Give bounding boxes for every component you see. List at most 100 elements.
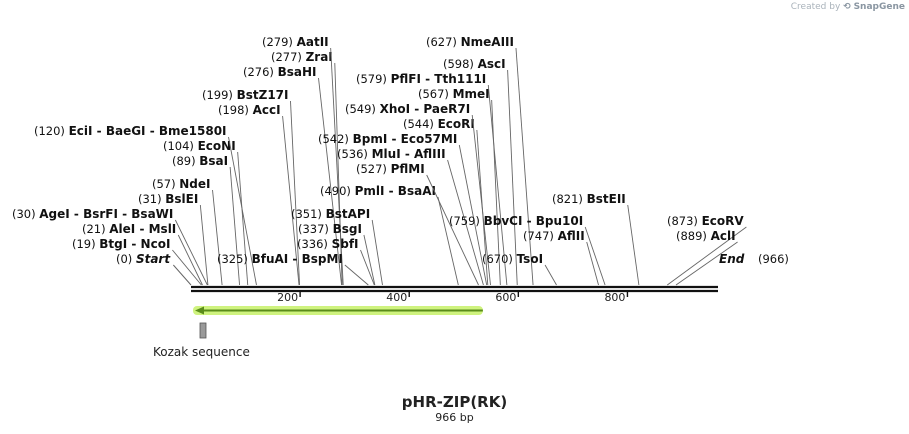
site-name: SbfI: [332, 237, 359, 251]
feature-kozak-box[interactable]: [199, 322, 207, 339]
site-label-bstapi[interactable]: (351) BstAPI: [291, 207, 370, 221]
site-leader: [515, 47, 534, 286]
feature-label-kozak[interactable]: Kozak sequence: [153, 345, 250, 359]
site-name: BbvCI - Bpu10I: [484, 214, 584, 228]
site-label-btgi[interactable]: (19) BtgI - NcoI: [72, 237, 170, 251]
site-leader: [174, 219, 208, 286]
site-position: (30): [12, 207, 39, 221]
site-name: EcoRV: [702, 214, 745, 228]
site-label-pmli[interactable]: (490) PmlI - BsaAI: [320, 184, 436, 198]
site-label-ndei[interactable]: (57) NdeI: [152, 177, 211, 191]
site-name: BpmI - Eco57MI: [353, 132, 458, 146]
site-label-bsteii[interactable]: (821) BstEII: [552, 192, 626, 206]
site-leader: [371, 219, 383, 286]
site-label-start[interactable]: (0) Start: [116, 252, 171, 266]
site-position: (527): [356, 162, 391, 176]
site-position: (199): [202, 88, 237, 102]
site-position: (21): [82, 222, 109, 236]
site-label-bslei[interactable]: (31) BslEI: [138, 192, 198, 206]
axis-tick-label: 200: [277, 291, 298, 304]
site-label-bsahi[interactable]: (276) BsaHI: [243, 65, 317, 79]
site-label-xhoi[interactable]: (549) XhoI - PaeR7I: [345, 102, 470, 116]
site-position: (198): [218, 103, 253, 117]
site-name: XhoI - PaeR7I: [380, 102, 471, 116]
site-leader: [471, 114, 491, 286]
site-label-ecii[interactable]: (120) EciI - BaeGI - Bme1580I: [34, 124, 227, 138]
site-label-agei[interactable]: (30) AgeI - BsrFI - BsaWI: [12, 207, 173, 221]
site-label-mmei[interactable]: (567) MmeI: [418, 87, 490, 101]
snapgene-logo-icon: ⟲: [843, 2, 851, 12]
site-position: (549): [345, 102, 380, 116]
site-name: AatII: [297, 35, 329, 49]
site-name: NdeI: [179, 177, 210, 191]
site-leader: [172, 264, 192, 286]
site-label-ecorv[interactable]: (873) EcoRV: [667, 214, 744, 228]
site-leader: [447, 159, 484, 286]
site-leader: [507, 69, 518, 286]
site-leader: [290, 100, 301, 286]
site-label-bpmi[interactable]: (542) BpmI - Eco57MI: [318, 132, 457, 146]
site-position: (670): [482, 252, 517, 266]
site-label-sbfi[interactable]: (336) SbfI: [297, 237, 359, 251]
axis-tick-label: 400: [386, 291, 407, 304]
site-leader: [363, 234, 376, 286]
site-label-acli[interactable]: (889) AclI: [676, 229, 736, 243]
site-leader: [627, 204, 640, 286]
site-label-acci[interactable]: (198) AccI: [218, 103, 281, 117]
site-label-tsoi[interactable]: (670) TsoI: [482, 252, 543, 266]
site-name: PmlI - BsaAI: [355, 184, 436, 198]
site-name: AflII: [558, 229, 585, 243]
site-label-bfuai[interactable]: (325) BfuAI - BspMI: [217, 252, 343, 266]
site-leader: [360, 249, 375, 286]
site-label-pflmi[interactable]: (527) PflMI: [356, 162, 425, 176]
site-label-bbvci[interactable]: (759) BbvCI - Bpu10I: [449, 214, 583, 228]
site-leader: [666, 226, 747, 286]
site-label-zrai[interactable]: (277) ZraI: [271, 50, 333, 64]
site-name: EcoRI: [438, 117, 475, 131]
site-position: (279): [262, 35, 297, 49]
site-position: (542): [318, 132, 353, 146]
site-label-alei[interactable]: (21) AleI - MslI: [82, 222, 176, 236]
site-position: (0): [116, 252, 136, 266]
site-position: (276): [243, 65, 278, 79]
site-label-bstz17i[interactable]: (199) BstZ17I: [202, 88, 288, 102]
site-name: BstEII: [587, 192, 626, 206]
site-label-nmeaiii[interactable]: (627) NmeAIII: [426, 35, 514, 49]
site-position: (598): [443, 57, 478, 71]
site-position: (544): [403, 117, 438, 131]
site-name: Start: [136, 252, 171, 266]
site-label-bsgi[interactable]: (337) BsgI: [298, 222, 362, 236]
map-title: pHR-ZIP(RK): [401, 393, 508, 411]
site-name: PflMI: [391, 162, 425, 176]
site-label-bsai[interactable]: (89) BsaI: [172, 154, 228, 168]
site-name: EcoNI: [198, 139, 236, 153]
site-position: (325): [217, 252, 252, 266]
site-leader: [437, 196, 459, 286]
site-position: (351): [291, 207, 326, 221]
site-position: (873): [667, 214, 702, 228]
site-name: BstAPI: [326, 207, 371, 221]
site-position: (120): [34, 124, 69, 138]
site-label-econi[interactable]: (104) EcoNI: [163, 139, 236, 153]
site-label-asci[interactable]: (598) AscI: [443, 57, 506, 71]
site-name: End: [719, 252, 745, 266]
site-leader: [229, 166, 241, 286]
site-label-ecori[interactable]: (544) EcoRI: [403, 117, 475, 131]
site-label-pflfi[interactable]: (579) PflFI - Tth111I: [356, 72, 486, 86]
site-label-aflii[interactable]: (747) AflII: [523, 229, 585, 243]
site-name: EciI - BaeGI - Bme1580I: [69, 124, 227, 138]
site-label-mlui[interactable]: (536) MluI - AflIII: [337, 147, 446, 161]
site-position: (104): [163, 139, 198, 153]
site-position: (490): [320, 184, 355, 198]
site-position: (747): [523, 229, 558, 243]
site-leader: [491, 99, 501, 286]
site-position: (336): [297, 237, 332, 251]
feature-arrow-head[interactable]: [195, 306, 204, 315]
site-name: TsoI: [517, 252, 543, 266]
site-leader: [426, 174, 479, 286]
site-name: MluI - AflIII: [372, 147, 446, 161]
site-name: BsaHI: [278, 65, 317, 79]
site-label-end[interactable]: End (966): [719, 252, 789, 266]
site-label-aatii[interactable]: (279) AatII: [262, 35, 329, 49]
